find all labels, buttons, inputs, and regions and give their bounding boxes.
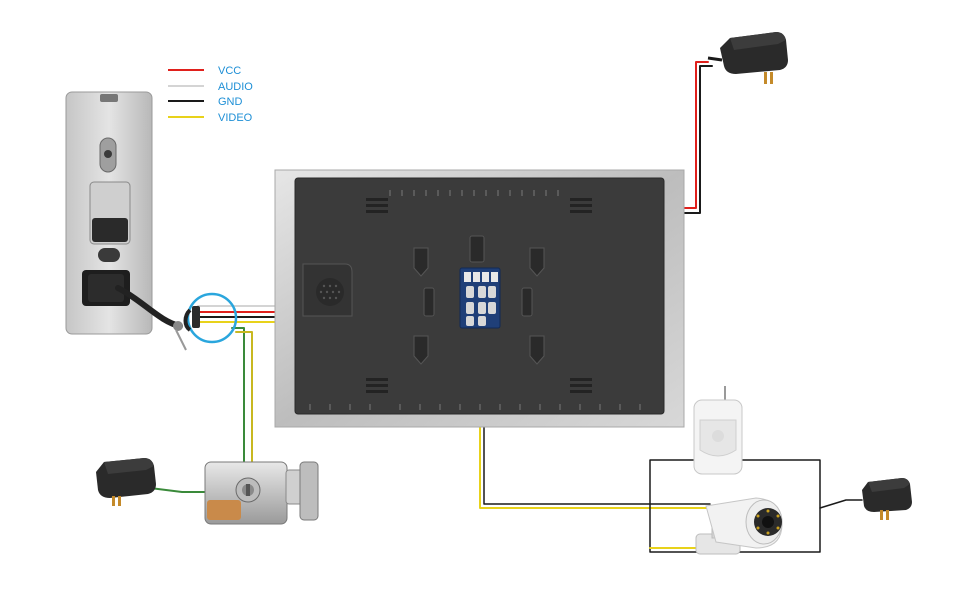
legend-item-audio: AUDIO [168, 81, 253, 93]
legend-label-video: VIDEO [218, 112, 253, 124]
monitor-rib-top [389, 190, 559, 196]
legend-label-vcc: VCC [218, 65, 241, 77]
power-adapter-icon [96, 458, 156, 506]
wire-lock-adapter [149, 487, 207, 493]
wire-alarm-loop [649, 459, 821, 553]
bullet-camera-icon [695, 497, 783, 555]
legend-label-gnd: GND [218, 96, 243, 108]
wire-lock-2 [211, 331, 253, 479]
legend-item-gnd: GND [168, 96, 243, 108]
pir-sensor-icon [693, 386, 743, 475]
connector-callout [183, 292, 238, 344]
wire-lock-1 [211, 327, 245, 473]
power-adapter-icon [707, 32, 788, 84]
monitor-rib-bottom [309, 404, 641, 410]
legend-item-video: VIDEO [168, 112, 253, 124]
power-adapter-icon [862, 478, 912, 520]
monitor-terminal-block [459, 267, 501, 329]
electric-lock-icon [204, 461, 319, 525]
indoor-monitor [274, 169, 685, 428]
outdoor-station [65, 91, 187, 351]
monitor-mount-slots [413, 235, 545, 365]
monitor-speaker [302, 263, 353, 317]
legend-label-audio: AUDIO [218, 81, 253, 93]
legend: VCC AUDIO GND VIDEO [168, 65, 253, 124]
legend-item-vcc: VCC [168, 65, 241, 77]
wire-right-adapter [819, 499, 863, 509]
monitor-vents [366, 198, 592, 393]
